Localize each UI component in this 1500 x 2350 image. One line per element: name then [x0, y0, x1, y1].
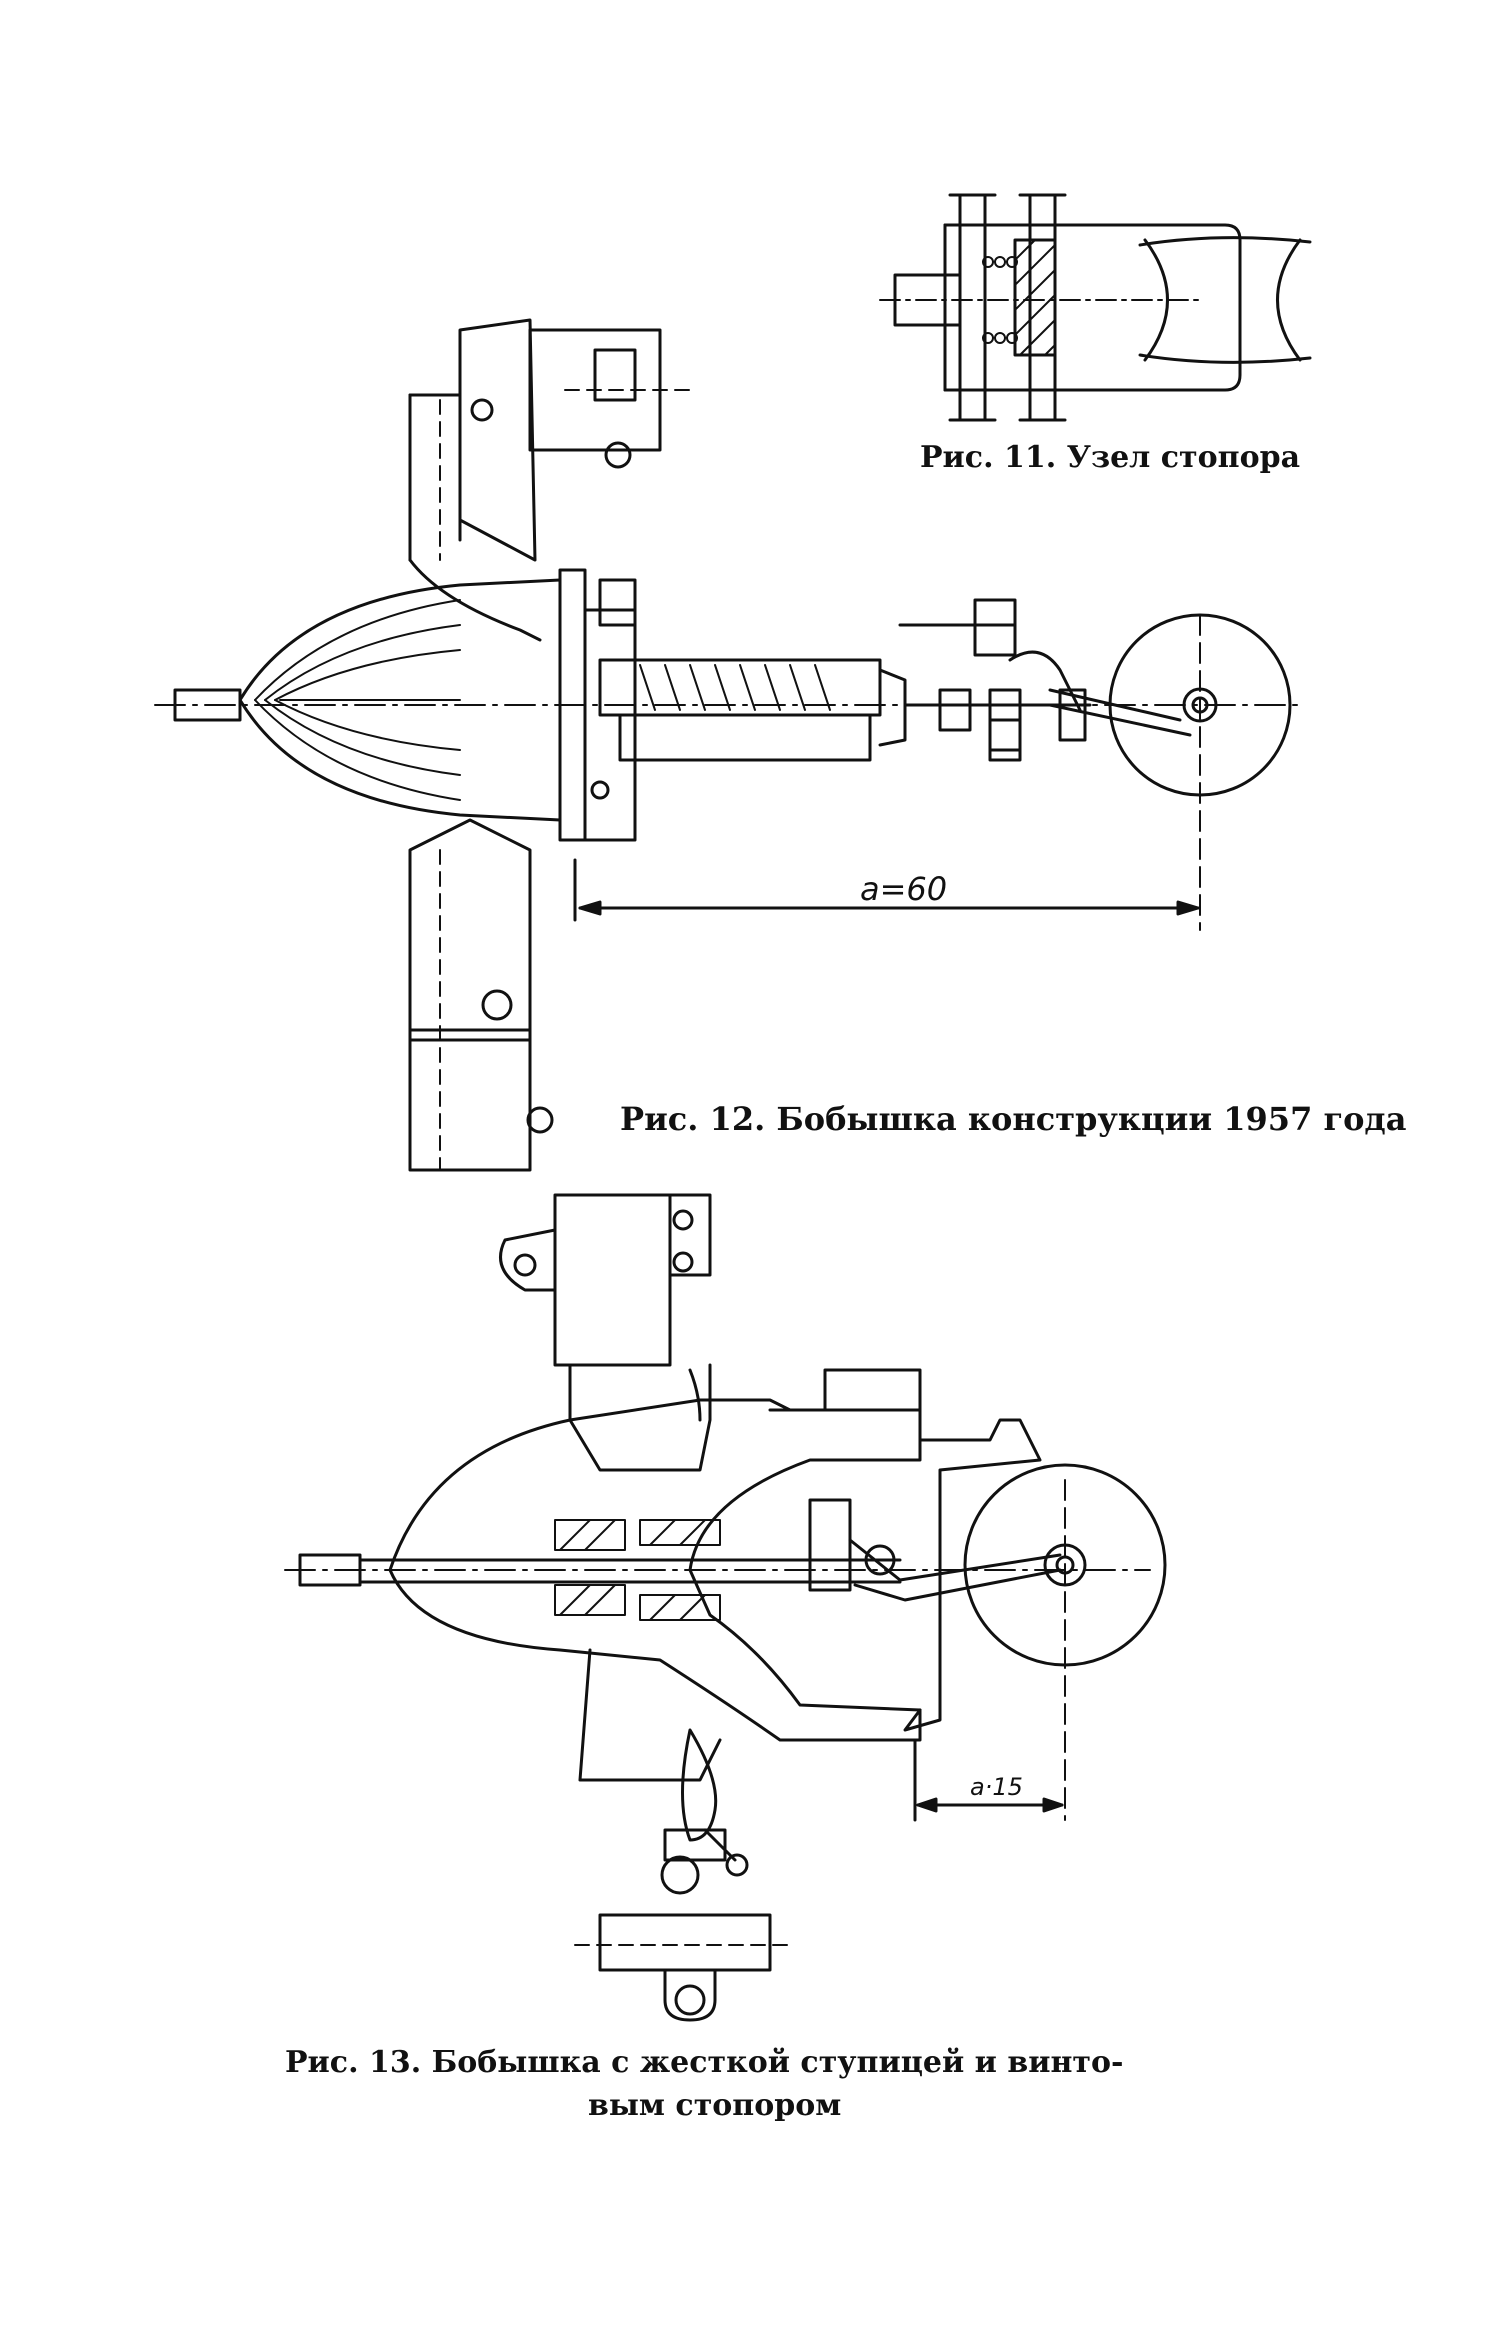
fig13-dimension-label: a·15 [970, 1773, 1023, 1801]
fig11-stopper-drawing [879, 193, 1312, 422]
fig12-boss-drawing: a=60 [154, 318, 1301, 1172]
fig12-caption: Рис. 12. Бобышка конструкции 1957 года [620, 1100, 1407, 1138]
fig13-boss-drawing: a·15 [284, 1193, 1167, 2022]
fig13-caption-line2: вым стопором [588, 2088, 842, 2123]
fig13-caption-line1: Рис. 13. Бобышка с жесткой ступицей и ви… [285, 2045, 1124, 2080]
fig11-caption: Рис. 11. Узел стопора [920, 440, 1301, 475]
fig12-dimension-label: a=60 [860, 870, 947, 908]
